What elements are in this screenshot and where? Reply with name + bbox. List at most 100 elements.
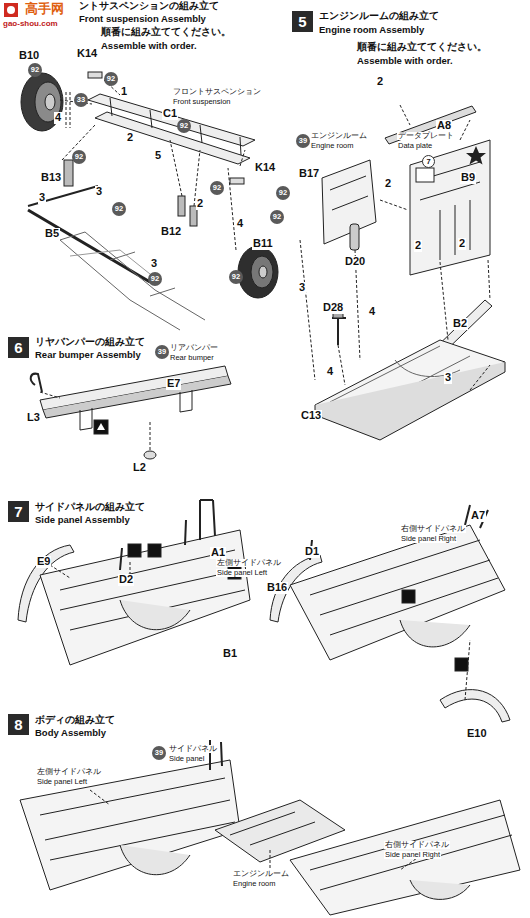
callout-number: 92	[151, 275, 159, 283]
callout-number: 92	[115, 205, 123, 213]
part-number: E10	[466, 728, 488, 740]
part-number: E9	[36, 556, 51, 568]
watermark: gao-shou.com	[2, 20, 59, 28]
part-number: 4	[326, 366, 334, 378]
part-number: K14	[254, 162, 276, 174]
part-number: 5	[154, 150, 162, 162]
part-number: 3	[150, 258, 158, 270]
part-caption: 右側サイドパネル	[384, 841, 450, 849]
step-heading: サイドパネルの組み立て	[34, 502, 146, 513]
step-number-box: 6	[8, 337, 29, 358]
step-heading: リヤバンパーの組み立て	[34, 337, 146, 348]
part-number: D20	[344, 256, 366, 268]
callout-number: 92	[273, 213, 281, 221]
part-caption: リアバンパー	[169, 344, 219, 352]
part-caption: Engine room	[310, 142, 355, 150]
part-number: D1	[304, 546, 320, 558]
part-number: C1	[162, 108, 178, 120]
part-caption: Data plate	[397, 142, 433, 150]
part-number: D28	[322, 302, 344, 314]
step-heading-en: Assemble with order.	[356, 56, 454, 66]
part-number: L3	[26, 412, 41, 424]
part-number: 4	[368, 306, 376, 318]
part-number: L2	[132, 462, 147, 474]
part-number: D2	[118, 574, 134, 586]
callout-circle: 92	[148, 272, 162, 286]
part-number: 2	[414, 240, 422, 252]
step-heading-en: Body Assembly	[34, 728, 107, 738]
part-number: B9	[460, 172, 476, 184]
step-number: 5	[298, 14, 306, 29]
part-caption: 左側サイドパネル	[36, 768, 102, 776]
part-caption: 右側サイドパネル	[400, 525, 466, 533]
part-caption: Side panel Left	[216, 569, 268, 577]
step-number: 6	[14, 340, 22, 355]
step-heading: エンジンルームの組み立て	[318, 11, 440, 22]
part-caption: Side panel Left	[36, 778, 88, 786]
part-number: B12	[160, 226, 182, 238]
part-caption: フロントサスペンション	[172, 88, 262, 96]
part-caption: Front suspension	[172, 98, 232, 106]
part-caption: Rear bumper	[169, 354, 215, 362]
callout-circle: 92	[229, 270, 243, 284]
part-number: B10	[18, 50, 40, 62]
part-number: B5	[44, 228, 60, 240]
callout-circle: 92	[112, 202, 126, 216]
part-number: 2	[126, 132, 134, 144]
callout-number: 39	[155, 749, 163, 757]
callout-circle: 39	[152, 746, 166, 760]
part-number: C13	[300, 410, 322, 422]
part-number: B2	[452, 318, 468, 330]
part-number: B1	[222, 648, 238, 660]
step-heading-en: Front suspension Assembly	[78, 14, 207, 24]
part-caption: Side panel Right	[384, 851, 441, 859]
step-number-box: 5	[292, 11, 313, 32]
callout-circle: 92	[276, 186, 290, 200]
callout-number: 92	[107, 75, 115, 83]
part-number: B16	[266, 582, 288, 594]
part-caption: サイドパネル	[168, 745, 218, 753]
part-number: 3	[444, 372, 452, 384]
part-number: E7	[166, 378, 181, 390]
watermark: 高手网	[24, 2, 65, 16]
callout-circle: 92	[177, 119, 191, 133]
part-number: 1	[120, 86, 128, 98]
part-number: 2	[384, 178, 392, 190]
step-number: 8	[14, 717, 22, 732]
part-number: B13	[40, 172, 62, 184]
callout-circle: 92	[104, 72, 118, 86]
callout-circle: 92	[270, 210, 284, 224]
step-number: 7	[14, 504, 22, 519]
step-heading-en: Side panel Assembly	[34, 515, 131, 525]
callout-number: 92	[31, 66, 39, 74]
part-number: 3	[298, 282, 306, 294]
step-heading: ボディの組み立て	[34, 715, 116, 726]
step-heading: ントサスペンションの組み立て	[78, 1, 220, 12]
callout-circle: 92	[210, 181, 224, 195]
callout-circle: 39	[155, 345, 169, 359]
callout-number: 92	[180, 122, 188, 130]
callout-number: 7	[426, 158, 430, 166]
callout-circle: 39	[296, 134, 310, 148]
part-caption: Engine room	[232, 880, 277, 888]
step-heading: 順番に組み立ててください。	[356, 42, 488, 53]
part-caption: 左側サイドパネル	[216, 559, 282, 567]
part-number: K14	[76, 48, 98, 60]
callout-number: 92	[232, 273, 240, 281]
callout-number: 39	[158, 348, 166, 356]
part-number: 3	[38, 192, 46, 204]
part-caption: Side panel	[168, 755, 205, 763]
step-heading-en: Engine room Assembly	[318, 25, 425, 35]
part-number: 3	[95, 186, 103, 198]
part-number: B11	[252, 238, 274, 250]
part-caption: Side panel Right	[400, 535, 457, 543]
callout-number: 39	[299, 137, 307, 145]
part-number: A8	[436, 120, 452, 132]
part-number: 4	[236, 218, 244, 230]
part-number: 2	[376, 76, 384, 88]
step-heading-en: Rear bumper Assembly	[34, 350, 142, 360]
step-number-box: 7	[8, 501, 29, 522]
part-number: 4	[54, 112, 62, 124]
callout-circle: 92	[28, 63, 42, 77]
step-heading-en: Assemble with order.	[100, 41, 198, 51]
